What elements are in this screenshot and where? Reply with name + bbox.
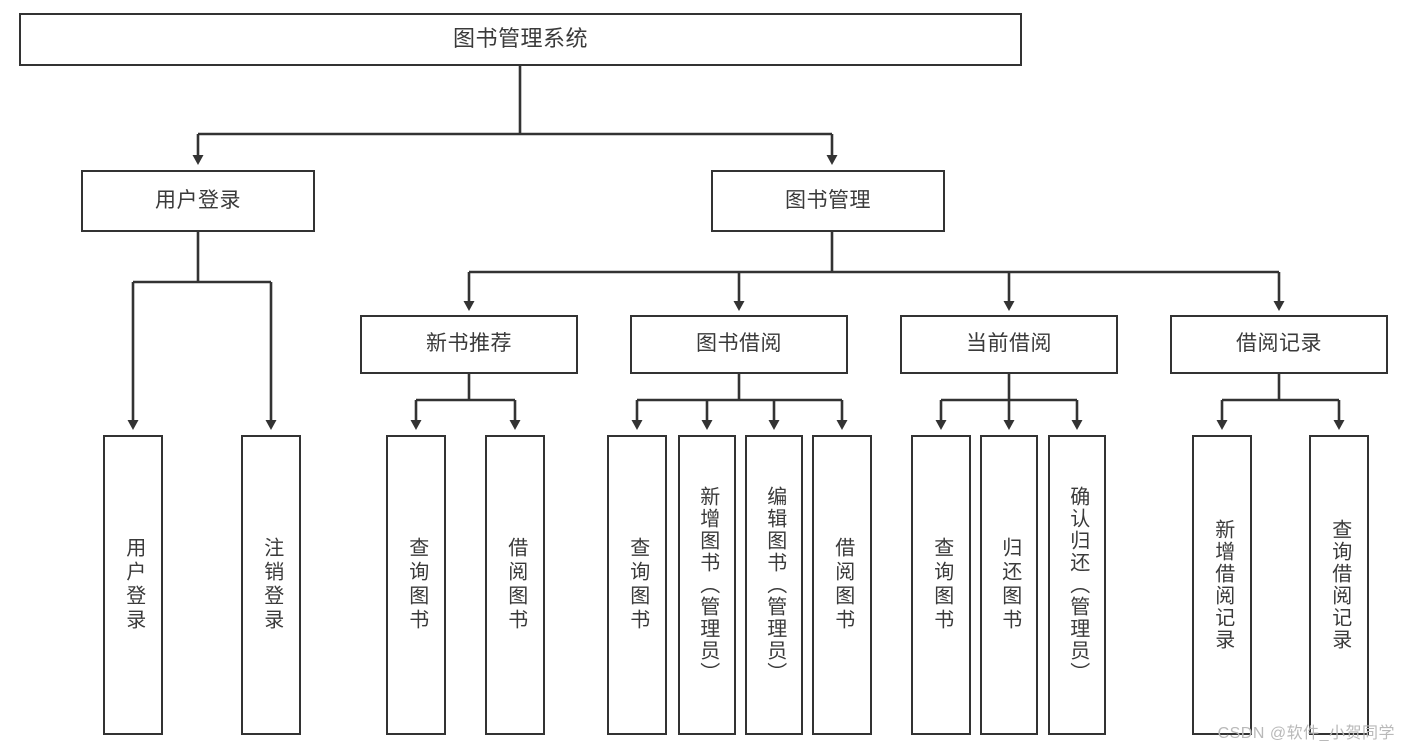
node-label: 用户登录 xyxy=(122,537,145,633)
node-label: 新增借阅记录 xyxy=(1211,519,1234,651)
node-leaf-add-book-admin[interactable]: 新增图书（管理员） xyxy=(678,435,736,735)
node-label: 图书管理 xyxy=(785,188,871,212)
node-borrow-record[interactable]: 借阅记录 xyxy=(1170,315,1388,374)
node-label: 图书管理系统 xyxy=(452,26,588,52)
node-user-login[interactable]: 用户登录 xyxy=(81,170,315,232)
node-book-borrow[interactable]: 图书借阅 xyxy=(630,315,848,374)
node-book-management[interactable]: 图书管理 xyxy=(711,170,945,232)
watermark-text: CSDN @软件_小贺同学 xyxy=(1217,725,1395,742)
node-label: 借阅图书 xyxy=(504,537,527,633)
node-label: 用户登录 xyxy=(155,188,241,212)
node-leaf-user-login[interactable]: 用户登录 xyxy=(103,435,163,735)
node-label: 借阅图书 xyxy=(831,537,854,633)
node-label: 注销登录 xyxy=(260,537,283,633)
node-leaf-query-book-3[interactable]: 查询图书 xyxy=(911,435,971,735)
node-leaf-query-book-1[interactable]: 查询图书 xyxy=(386,435,446,735)
node-leaf-logout[interactable]: 注销登录 xyxy=(241,435,301,735)
node-leaf-borrow-book-2[interactable]: 借阅图书 xyxy=(812,435,872,735)
node-leaf-return-book[interactable]: 归还图书 xyxy=(980,435,1038,735)
node-label: 新增图书（管理员） xyxy=(696,486,719,684)
node-label: 查询借阅记录 xyxy=(1328,519,1351,651)
node-label: 归还图书 xyxy=(998,537,1021,633)
node-label: 确认归还（管理员） xyxy=(1066,486,1089,684)
node-root-book-management-system[interactable]: 图书管理系统 xyxy=(19,13,1022,66)
node-leaf-confirm-return-admin[interactable]: 确认归还（管理员） xyxy=(1048,435,1106,735)
node-new-book-recommendation[interactable]: 新书推荐 xyxy=(360,315,578,374)
node-leaf-borrow-book-1[interactable]: 借阅图书 xyxy=(485,435,545,735)
node-leaf-query-borrow-record[interactable]: 查询借阅记录 xyxy=(1309,435,1369,735)
node-leaf-add-borrow-record[interactable]: 新增借阅记录 xyxy=(1192,435,1252,735)
node-label: 编辑图书（管理员） xyxy=(763,486,786,684)
node-label: 查询图书 xyxy=(626,537,649,633)
node-label: 查询图书 xyxy=(405,537,428,633)
node-current-borrow[interactable]: 当前借阅 xyxy=(900,315,1118,374)
node-label: 图书借阅 xyxy=(696,332,782,356)
node-label: 查询图书 xyxy=(930,537,953,633)
node-leaf-query-book-2[interactable]: 查询图书 xyxy=(607,435,667,735)
node-label: 当前借阅 xyxy=(966,332,1052,356)
node-label: 新书推荐 xyxy=(426,332,512,356)
node-label: 借阅记录 xyxy=(1236,332,1322,356)
node-leaf-edit-book-admin[interactable]: 编辑图书（管理员） xyxy=(745,435,803,735)
